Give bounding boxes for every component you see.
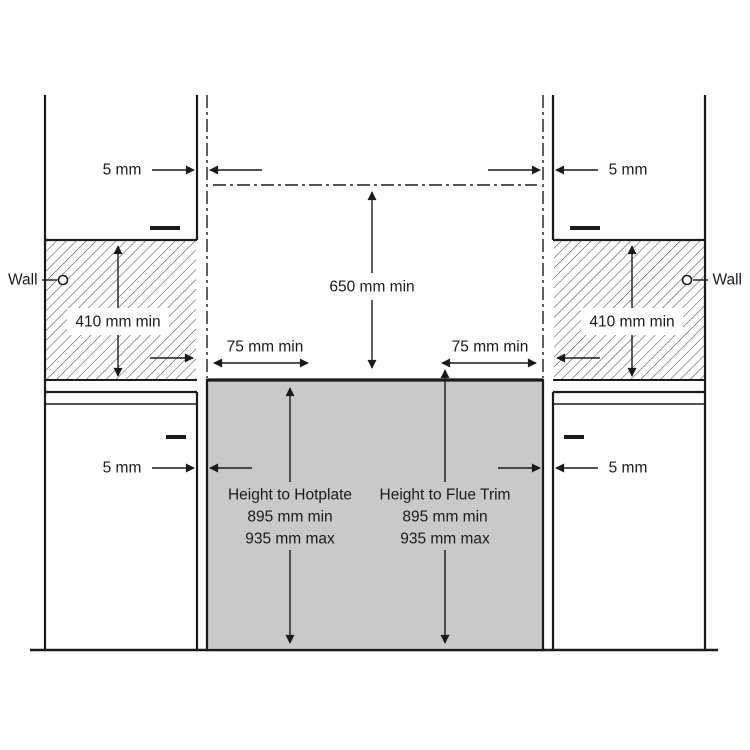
dimension-height-to-hotplate: Height to Hotplate 895 mm min 935 mm max [218,387,362,644]
dimension-height-to-flue-trim: Height to Flue Trim 895 mm min 935 mm ma… [373,369,517,644]
upper-left-cabinet [45,95,199,242]
label-mid-right-5mm: 5 mm [609,460,648,477]
wall-right-fixing-point [681,274,693,286]
label-410mm-right: 410 mm min [589,314,674,331]
label-410mm-left-bg [67,308,169,335]
label-650mm: 650 mm min [329,279,414,296]
label-hotplate-min: 895 mm min [247,509,332,526]
dimension-75mm-left: 75 mm min [213,339,309,368]
label-hotplate-bg [218,482,362,550]
dimension-650mm: 650 mm min [327,191,418,369]
wall-callout-left: Wall [8,272,69,289]
wall-left-fixing-point [57,274,69,286]
lower-right-cabinet [551,390,705,650]
label-wall-left: Wall [8,272,38,289]
dimension-mid-left-5mm: 5 mm [103,460,252,477]
label-top-left-5mm: 5 mm [103,162,142,179]
upper-right-cabinet [551,95,705,242]
dimension-top-left-5mm: 5 mm [103,162,262,179]
lower-left-cabinet [45,390,199,650]
dimension-top-right-5mm: 5 mm [488,162,647,179]
label-410mm-left: 410 mm min [75,314,160,331]
label-75mm-left: 75 mm min [227,339,304,356]
dimension-75mm-right: 75 mm min [441,339,537,368]
label-hotplate-title: Height to Hotplate [228,487,352,504]
label-flue-trim-bg [373,482,517,550]
label-75mm-right: 75 mm min [452,339,529,356]
dimension-410mm-left: 410 mm min [67,245,194,377]
label-flue-trim-min: 895 mm min [402,509,487,526]
label-650mm-bg [327,273,418,300]
label-mid-left-5mm: 5 mm [103,460,142,477]
dimension-mid-right-5mm: 5 mm [498,460,647,477]
label-hotplate-max: 935 mm max [245,531,335,548]
label-flue-trim-title: Height to Flue Trim [380,487,511,504]
label-top-right-5mm: 5 mm [609,162,648,179]
label-wall-right: Wall [712,272,742,289]
wall-callout-right: Wall [681,272,742,289]
label-410mm-right-bg [581,308,683,335]
label-flue-trim-max: 935 mm max [400,531,490,548]
dimension-410mm-right: 410 mm min [556,245,683,377]
